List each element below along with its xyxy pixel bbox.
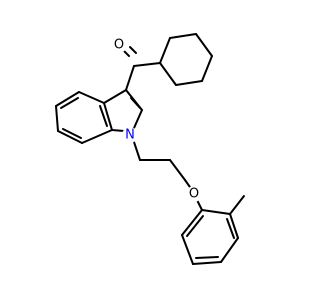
pyrrole-ring bbox=[103, 89, 143, 132]
cyclohexyl-ring bbox=[159, 33, 213, 86]
bond bbox=[159, 62, 177, 86]
double-bond bbox=[130, 97, 141, 109]
carbonyl-oxygen-atom: O bbox=[111, 37, 127, 53]
double-bond bbox=[129, 46, 137, 54]
bond bbox=[220, 237, 239, 263]
double-bond bbox=[186, 215, 204, 237]
ketone-group bbox=[122, 46, 161, 91]
indole-nitrogen-label: N bbox=[125, 128, 135, 143]
bond bbox=[181, 234, 194, 265]
bond bbox=[133, 141, 141, 161]
bond bbox=[195, 33, 213, 57]
bond bbox=[133, 109, 143, 129]
bond bbox=[159, 37, 171, 64]
bond bbox=[175, 80, 203, 86]
bond bbox=[181, 209, 203, 236]
ether-oxygen-atom: O bbox=[186, 186, 202, 202]
bond bbox=[55, 105, 59, 132]
bond bbox=[201, 209, 231, 215]
methyl-bond bbox=[229, 195, 245, 215]
bond bbox=[229, 213, 239, 239]
bond bbox=[192, 261, 222, 265]
bond bbox=[169, 159, 186, 181]
bond bbox=[55, 91, 80, 107]
bond bbox=[169, 33, 197, 39]
structure-canvas: O N O bbox=[55, 33, 245, 265]
bond bbox=[103, 102, 113, 131]
benzo-ring bbox=[55, 91, 113, 144]
double-bond bbox=[195, 256, 219, 259]
double-bond bbox=[226, 218, 235, 239]
bond bbox=[57, 130, 83, 144]
double-bond bbox=[60, 97, 79, 109]
bond bbox=[201, 55, 213, 82]
bond bbox=[111, 129, 125, 132]
carbonyl-oxygen-label: O bbox=[114, 38, 124, 53]
molecule-diagram: O N O bbox=[55, 33, 245, 265]
double-bond bbox=[62, 128, 82, 139]
bond bbox=[103, 89, 127, 104]
tolyl-ring bbox=[181, 195, 245, 265]
bond bbox=[125, 65, 135, 91]
indole-nitrogen-atom: N bbox=[122, 127, 138, 143]
double-bond bbox=[99, 105, 108, 127]
ether-oxygen-label: O bbox=[189, 187, 199, 202]
bond bbox=[78, 91, 105, 104]
propyl-chain bbox=[133, 141, 193, 191]
bond bbox=[81, 129, 113, 144]
bond bbox=[133, 62, 161, 67]
